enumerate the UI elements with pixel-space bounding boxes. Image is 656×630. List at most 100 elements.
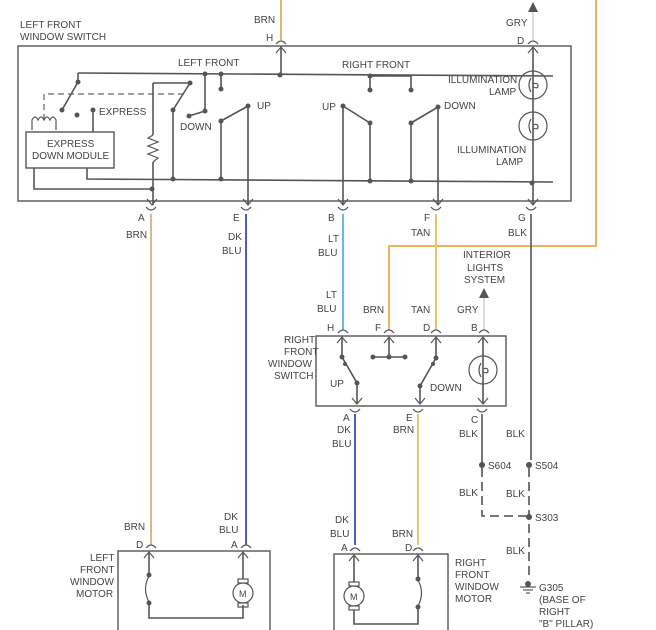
lamp-icon <box>468 355 498 385</box>
ground-label: "B" PILLAR) <box>539 619 593 630</box>
wire-label: GRY <box>457 305 479 316</box>
interior-label: INTERIOR <box>463 250 511 261</box>
lamp-icon <box>518 111 548 141</box>
rf-switch-box <box>315 335 507 407</box>
wire-label: BRN <box>363 305 384 316</box>
lf-motor-label: MOTOR <box>76 589 113 600</box>
wire-label: BLU <box>219 525 238 536</box>
wire-label: BRN <box>126 230 147 241</box>
pin-label: D <box>136 540 143 551</box>
wire-label: BLK <box>506 429 525 440</box>
pin-label: G <box>518 213 526 224</box>
rf-switch-label: FRONT <box>284 347 318 358</box>
lf-motor-label: WINDOW <box>70 577 114 588</box>
rf-switch-label: WINDOW <box>268 359 312 370</box>
lamp-label: ILLUMINATION <box>457 145 526 156</box>
wire-label: BRN <box>393 425 414 436</box>
wire-label: TAN <box>411 228 430 239</box>
rf-switch-label: SWITCH <box>274 371 313 382</box>
wire-label: TAN <box>411 305 430 316</box>
pin-label: C <box>471 415 478 426</box>
wire-label: BLU <box>317 304 336 315</box>
lf-motor-label: FRONT <box>80 565 114 576</box>
pin-label: D <box>405 543 412 554</box>
rf-motor-box <box>333 553 449 630</box>
interior-label: SYSTEM <box>464 275 505 286</box>
interior-label: LIGHTS <box>467 263 503 274</box>
pin-label: D <box>423 323 430 334</box>
wire-label: DK <box>228 232 242 243</box>
lf-motor-label: LEFT <box>90 553 114 564</box>
wire-label: BLU <box>222 246 241 257</box>
motor-label: M <box>350 592 358 602</box>
wire-label: BLK <box>506 546 525 557</box>
pin-label: D <box>517 36 524 47</box>
pin-label: F <box>424 213 430 224</box>
splice-label: S303 <box>535 513 559 524</box>
rf-motor-label: MOTOR <box>455 594 492 605</box>
module-label: EXPRESS <box>47 139 95 150</box>
wire-label: BLU <box>330 529 349 540</box>
up-label: UP <box>322 102 336 113</box>
lamp-label: LAMP <box>496 157 524 168</box>
wire-label: LT <box>328 234 339 245</box>
pin-label: A <box>138 213 145 224</box>
pin-label: H <box>327 323 334 334</box>
lf-motor-box <box>117 550 271 630</box>
pin-label: E <box>233 213 240 224</box>
arrow-up-icon <box>528 2 538 12</box>
lamp-label: LAMP <box>489 87 517 98</box>
lamp-label: ILLUMINATION <box>448 75 517 86</box>
wire-label: LT <box>326 290 337 301</box>
wire-label: BRN <box>254 15 275 26</box>
up-label: UP <box>257 101 271 112</box>
wire-label: BLK <box>506 489 525 500</box>
ground-icon <box>520 581 536 594</box>
express-label: EXPRESS <box>99 107 147 118</box>
express-down-module <box>25 131 115 169</box>
wire-label: BLK <box>459 429 478 440</box>
lamp-icon <box>518 70 548 100</box>
wire-label: BLK <box>459 488 478 499</box>
splice-label: S604 <box>488 461 512 472</box>
pin-label: A <box>343 413 350 424</box>
wire-label: BRN <box>392 529 413 540</box>
rf-motor-label: RIGHT <box>455 558 486 569</box>
wire-label: DK <box>337 425 351 436</box>
motor-label: M <box>239 589 247 599</box>
pin-label: A <box>231 540 238 551</box>
motor-icon <box>232 578 254 608</box>
down-label: DOWN <box>444 101 476 112</box>
ground-label: G305 <box>539 583 564 594</box>
module-label: DOWN MODULE <box>32 151 110 162</box>
section-label: LEFT FRONT <box>178 58 239 69</box>
wire-label: DK <box>224 512 238 523</box>
wire-label: BRN <box>124 522 145 533</box>
wire-label: BLK <box>508 228 527 239</box>
rf-switch-label: RIGHT <box>284 335 315 346</box>
ground-label: RIGHT <box>539 607 570 618</box>
rf-motor-label: FRONT <box>455 570 489 581</box>
lf-switch-box <box>17 45 572 202</box>
pin-label: F <box>375 323 381 334</box>
section-label: RIGHT FRONT <box>342 60 410 71</box>
ground-label: (BASE OF <box>539 595 586 606</box>
wire-label: BLU <box>318 248 337 259</box>
down-label: DOWN <box>430 383 462 394</box>
pin-label: H <box>266 33 273 44</box>
up-label: UP <box>330 379 344 390</box>
pin-label: B <box>471 323 478 334</box>
down-label: DOWN <box>180 122 212 133</box>
lf-switch-label: WINDOW SWITCH <box>20 32 106 43</box>
pin-label: B <box>328 213 335 224</box>
wire-label: BLU <box>332 439 351 450</box>
wire-label: GRY <box>506 18 528 29</box>
wire-blk-dashed <box>481 468 527 517</box>
lf-switch-label: LEFT FRONT <box>20 20 81 31</box>
wire-label: DK <box>335 515 349 526</box>
rf-motor-label: WINDOW <box>455 582 499 593</box>
pin-label: A <box>341 543 348 554</box>
arrow-up-icon <box>479 288 489 298</box>
splice-label: S504 <box>535 461 559 472</box>
